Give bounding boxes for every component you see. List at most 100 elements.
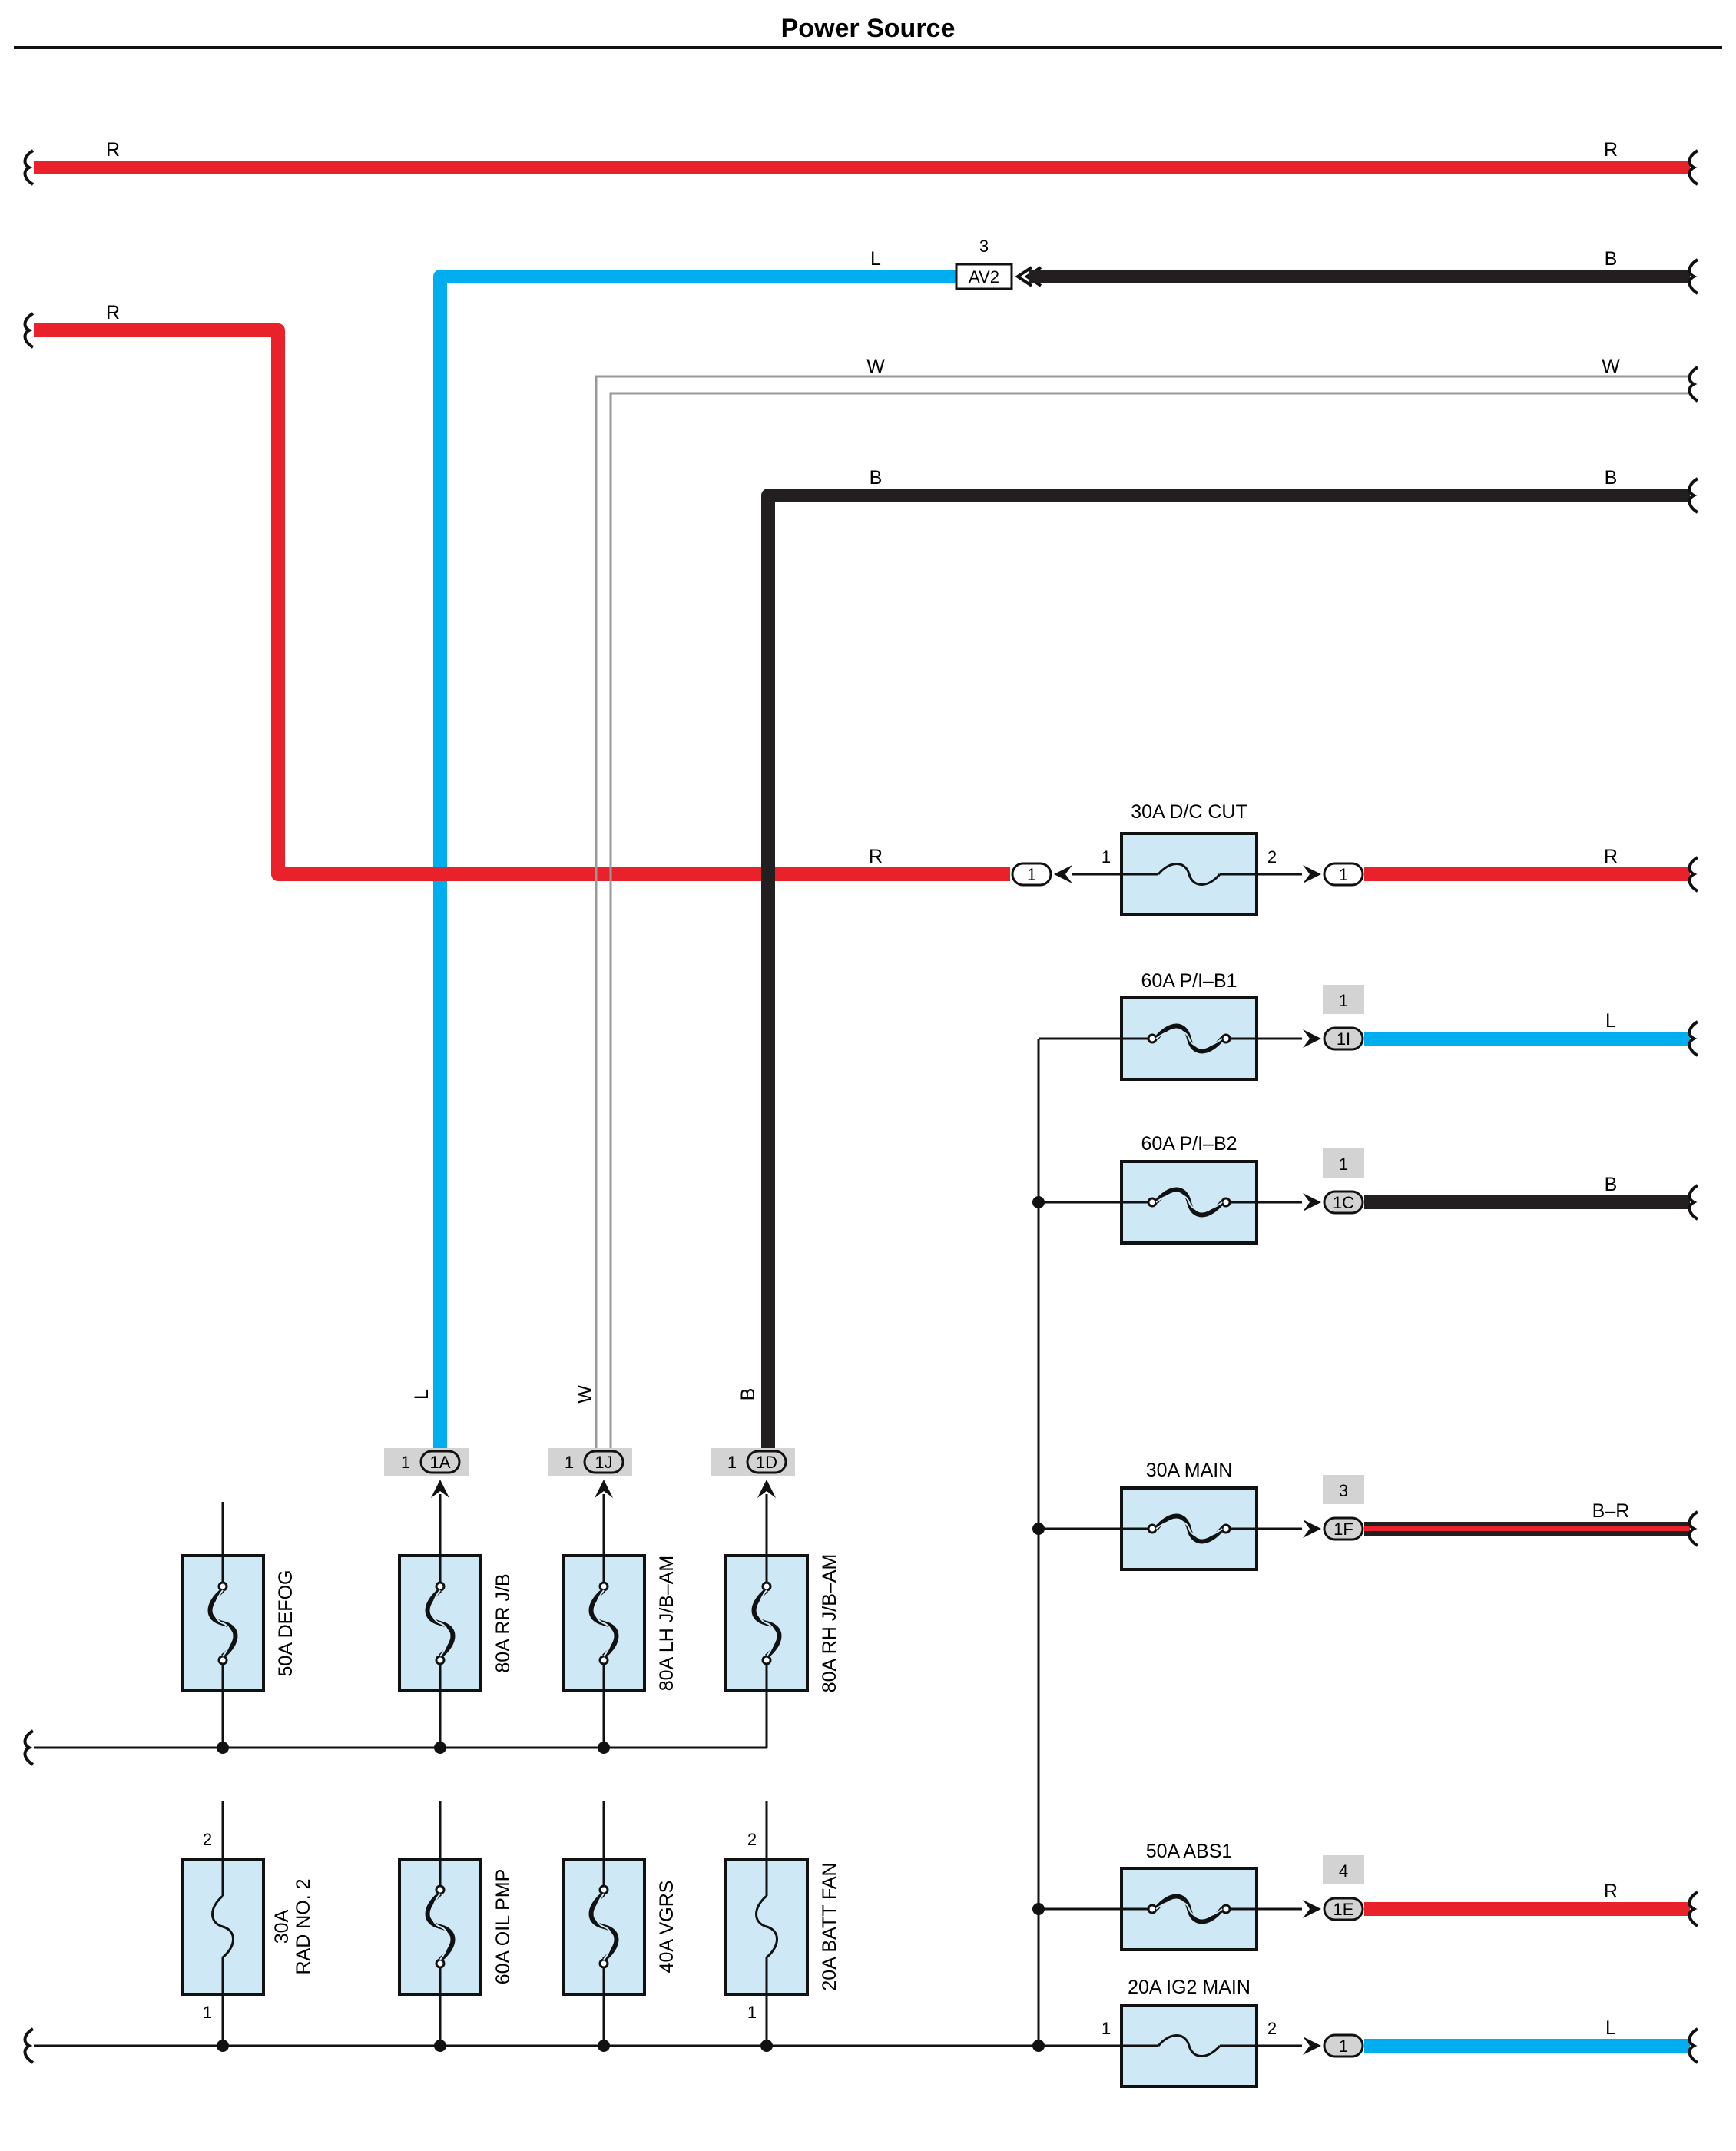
pin-label: 3 — [1339, 1481, 1348, 1500]
pin-label: 1 — [1339, 1155, 1348, 1174]
pin-label: 1 — [203, 2003, 212, 2022]
fuse-rad2-icon — [181, 1858, 265, 1996]
fuse-main-label: 30A MAIN — [1146, 1460, 1233, 1481]
pin-label: 1 — [727, 1453, 737, 1472]
pin-label: 2 — [1267, 847, 1277, 867]
arrow-right-icon — [1303, 1029, 1321, 1048]
wire-label: L — [1605, 2017, 1616, 2039]
connector-av2-pin: 3 — [979, 237, 989, 256]
connector-label: 1A — [430, 1453, 451, 1472]
break-mark-icon — [1688, 477, 1699, 514]
connector-ig2 — [1323, 2033, 1364, 2058]
connector-shade — [1323, 1855, 1364, 1884]
fuse-abs1-icon — [1121, 1868, 1257, 1950]
break-mark-icon — [1688, 1020, 1699, 1057]
fuse-rr-jb-icon — [399, 1556, 481, 1691]
wire-label: R — [869, 846, 883, 867]
fuse-rh-jb-icon — [726, 1556, 807, 1691]
arrow-right-icon — [1303, 1900, 1321, 1918]
wire-label: R — [1604, 846, 1618, 867]
wire-label: B — [1605, 467, 1618, 489]
fuse-ig2-main-icon — [1120, 2004, 1258, 2088]
fuse-vgrs-label: 40A VGRS — [656, 1881, 678, 1974]
break-mark-icon — [1688, 2027, 1699, 2064]
break-mark-icon — [1688, 366, 1699, 403]
fuse-pi-b2-icon — [1121, 1162, 1257, 1243]
connector-dc-in-label: 1 — [1027, 865, 1036, 884]
fuse-pi-b1-icon — [1121, 998, 1257, 1079]
wire-label: R — [1604, 139, 1618, 161]
pin-label: 1 — [401, 1453, 410, 1472]
fuse-vgrs-icon — [563, 1859, 644, 1994]
fuse-defog-label: 50A DEFOG — [275, 1570, 297, 1677]
connector-label: 1I — [1337, 1029, 1350, 1049]
pin-label: 4 — [1339, 1861, 1348, 1881]
wire-label: L — [411, 1389, 432, 1400]
connector-shade — [1323, 985, 1364, 1014]
fuse-rad2-label-1: 30A — [271, 1909, 293, 1944]
fuse-pi-b1-label: 60A P/I–B1 — [1141, 970, 1237, 992]
fuse-defog-icon — [182, 1556, 263, 1691]
double-arrow-icon — [1015, 266, 1033, 287]
connector-shade — [1323, 1475, 1364, 1504]
connector-1i — [1323, 1026, 1364, 1051]
fuse-abs1-label: 50A ABS1 — [1146, 1841, 1233, 1862]
fuse-batt-fan-label: 20A BATT FAN — [819, 1862, 840, 1990]
break-mark-icon — [23, 1729, 35, 1766]
pin-label: 2 — [747, 1830, 757, 1849]
arrow-right-icon — [1303, 2037, 1321, 2055]
break-mark-icon — [23, 312, 35, 349]
fuse-dc-cut-icon — [1120, 832, 1258, 916]
connector-dc-out — [1323, 862, 1364, 887]
connector-1c — [1323, 1190, 1364, 1215]
fuse-batt-fan-icon — [724, 1858, 809, 1996]
fuse-lh-jb-icon — [563, 1556, 644, 1691]
fuse-ig2-main-label: 20A IG2 MAIN — [1128, 1977, 1251, 1998]
fuse-main-icon — [1121, 1488, 1257, 1569]
wire-label: W — [575, 1385, 596, 1404]
connector-label: 1F — [1333, 1520, 1353, 1539]
wire-label: B — [870, 467, 883, 489]
break-mark-icon — [1688, 149, 1699, 186]
wire-white-W-inner — [609, 392, 1690, 1452]
pin-label: 1 — [1102, 2019, 1111, 2038]
pin-label: 2 — [1267, 2019, 1277, 2038]
wire-label: B — [737, 1388, 759, 1401]
wire-label: W — [1602, 356, 1620, 377]
connector-dc-in — [1011, 862, 1052, 887]
arrow-right-icon — [1303, 865, 1321, 883]
connector-av2 — [955, 263, 1013, 290]
bus-upper-junctions — [217, 1742, 610, 1754]
break-mark-icon — [1688, 1184, 1699, 1221]
connector-label: 1E — [1333, 1900, 1354, 1919]
pin-label: 1 — [1339, 991, 1348, 1010]
page-title: Power Source — [781, 14, 956, 43]
pin-label: 2 — [203, 1830, 212, 1849]
wire-red-R-left — [34, 323, 1010, 881]
pin-label: 1 — [1102, 847, 1111, 867]
connector-1j — [548, 1448, 632, 1476]
fuse-rh-jb-label: 80A RH J/B–AM — [819, 1554, 840, 1693]
connector-1f — [1323, 1516, 1364, 1541]
fuse-lh-jb-label: 80A LH J/B–AM — [656, 1556, 678, 1691]
wire-label: R — [106, 139, 120, 161]
wire-label: B — [1605, 1174, 1618, 1195]
connector-1a — [384, 1448, 469, 1476]
wire-white-W-outer — [595, 375, 1690, 1452]
break-mark-icon — [23, 149, 35, 186]
fuse-rr-jb-label: 80A RR J/B — [492, 1573, 514, 1672]
break-mark-icon — [1688, 258, 1699, 295]
wire-label: R — [106, 302, 120, 323]
connector-shade — [1323, 1148, 1364, 1178]
arrow-left-icon — [1054, 865, 1072, 883]
wire-label: W — [866, 356, 885, 377]
wire-label: L — [870, 248, 881, 270]
wire-blue-L — [433, 270, 956, 1452]
pin-label: 1 — [747, 2003, 757, 2022]
break-mark-icon — [1688, 1891, 1699, 1927]
break-mark-icon — [1688, 856, 1699, 893]
fuse-oil-pmp-label: 60A OIL PMP — [492, 1869, 514, 1985]
connector-label: 1 — [1339, 2037, 1348, 2056]
break-mark-icon — [1688, 1510, 1699, 1547]
wire-label: B–R — [1592, 1500, 1630, 1522]
